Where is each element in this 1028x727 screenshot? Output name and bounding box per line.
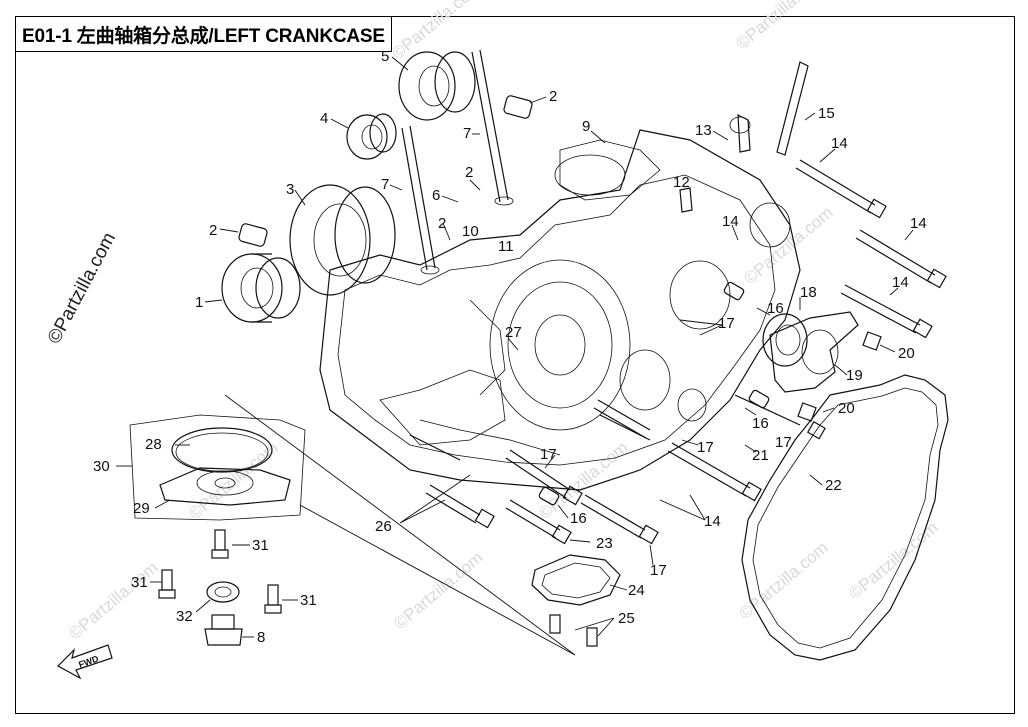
watermark: ©Partzilla.com — [845, 518, 941, 603]
callout-32: 32 — [176, 608, 193, 625]
fasteners — [158, 529, 282, 646]
callout-29: 29 — [133, 500, 150, 517]
callout-31: 31 — [131, 574, 148, 591]
callout-12: 12 — [673, 174, 690, 191]
watermark-vertical: ©Partzilla.com — [44, 229, 120, 347]
callout-13: 13 — [695, 122, 712, 139]
callout-14: 14 — [910, 215, 927, 232]
callout-2: 2 — [549, 88, 557, 105]
studs — [401, 49, 514, 275]
callout-11: 11 — [498, 238, 514, 255]
fwd-arrow: FWD — [57, 644, 113, 680]
callout-7: 7 — [463, 125, 471, 142]
callout-26: 26 — [375, 518, 392, 535]
callout-labels: 1 2 3 4 5 2 7 7 2 6 2 10 11 9 12 13 15 1… — [93, 48, 927, 646]
callout-14: 14 — [722, 213, 739, 230]
callout-6: 6 — [432, 187, 440, 204]
callout-20: 20 — [898, 345, 915, 362]
bearings — [221, 51, 533, 323]
callout-24: 24 — [628, 582, 645, 599]
top-right-parts — [679, 61, 809, 213]
callout-8: 8 — [257, 629, 265, 646]
callout-16: 16 — [752, 415, 769, 432]
callout-14: 14 — [704, 513, 721, 530]
left-crankcase — [319, 129, 801, 491]
callout-27: 27 — [505, 324, 522, 341]
callout-18: 18 — [800, 284, 817, 301]
seal-and-plate — [762, 311, 882, 422]
callout-2: 2 — [465, 164, 473, 181]
callout-14: 14 — [831, 135, 848, 152]
callout-31: 31 — [300, 592, 317, 609]
callout-9: 9 — [582, 118, 590, 135]
callout-14: 14 — [892, 274, 909, 291]
callout-22: 22 — [825, 477, 842, 494]
callout-7: 7 — [381, 176, 389, 193]
callout-1: 1 — [195, 294, 203, 311]
callout-17: 17 — [697, 439, 714, 456]
callout-21: 21 — [752, 447, 769, 464]
watermark: ©Partzilla.com — [732, 0, 828, 53]
callout-23: 23 — [596, 535, 613, 552]
bolts — [409, 159, 947, 545]
watermark: ©Partzilla.com — [65, 558, 161, 643]
callout-15: 15 — [818, 105, 835, 122]
diagram-title: E01-1 左曲轴箱分总成/LEFT CRANKCASE — [15, 16, 392, 52]
leader-lines — [116, 56, 914, 656]
gasket — [741, 374, 949, 661]
callout-17: 17 — [650, 562, 667, 579]
callout-5: 5 — [381, 48, 389, 65]
drain-screen-assembly — [129, 414, 306, 521]
diagram-frame — [15, 16, 1015, 714]
callout-2: 2 — [438, 215, 446, 232]
callout-20: 20 — [838, 400, 855, 417]
callout-17: 17 — [775, 434, 792, 451]
watermark: ©Partzilla.com — [390, 548, 486, 633]
callout-17: 17 — [540, 446, 557, 463]
callout-2: 2 — [209, 222, 217, 239]
callout-16: 16 — [570, 510, 587, 527]
drain-cover — [531, 554, 621, 647]
callout-19: 19 — [846, 367, 863, 384]
watermark: ©Partzilla.com — [735, 538, 831, 623]
callout-30: 30 — [93, 458, 110, 475]
callout-17: 17 — [718, 315, 735, 332]
callout-3: 3 — [286, 181, 294, 198]
callout-28: 28 — [145, 436, 162, 453]
callout-31: 31 — [252, 537, 269, 554]
callout-16: 16 — [767, 300, 784, 317]
callout-25: 25 — [618, 610, 635, 627]
callout-10: 10 — [462, 223, 479, 240]
fwd-label: FWD — [77, 653, 100, 670]
callout-4: 4 — [320, 110, 328, 127]
